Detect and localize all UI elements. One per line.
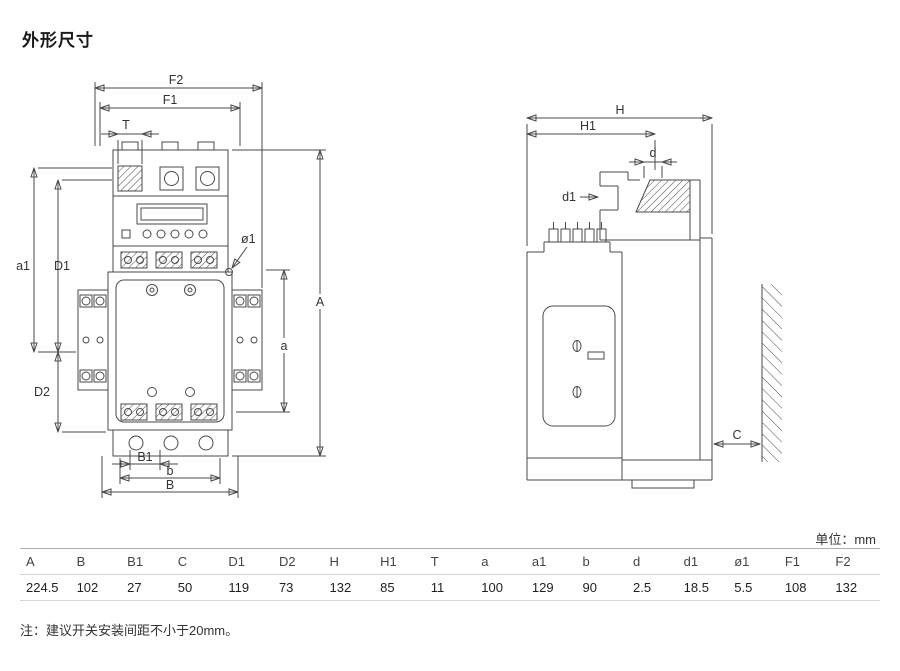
table-header-cell: b	[582, 554, 590, 569]
dim-label-b-small: b	[167, 464, 174, 478]
table-value-cell: 85	[380, 580, 395, 595]
side-view-body	[526, 171, 713, 489]
dim-C: C	[714, 428, 760, 444]
dim-H: H	[526, 103, 713, 246]
dim-label-f2: F2	[169, 73, 184, 87]
table-value-cell: 90	[582, 580, 597, 595]
table-value-cell: 2.5	[633, 580, 652, 595]
dim-label-h: H	[615, 103, 624, 117]
table-header-cell: d1	[683, 554, 699, 569]
outline-dimension-drawing: F2 F1 T a1 D1	[16, 73, 782, 498]
dim-label-t: T	[122, 118, 130, 132]
front-view: F2 F1 T a1 D1	[16, 73, 328, 498]
table-header-cell: d	[633, 554, 641, 569]
table-value-cell: 108	[784, 580, 807, 595]
table-header-cell: H1	[380, 554, 397, 569]
table-value-cell: 102	[76, 580, 99, 595]
dim-F2: F2	[94, 73, 263, 288]
note-text: 注：建议开关安装间距不小于20mm。	[20, 623, 239, 638]
front-view-body	[77, 141, 263, 457]
front-terminal-hatched	[117, 165, 143, 192]
dim-T: T	[101, 118, 159, 164]
dim-d1: d1	[562, 190, 598, 204]
table-header-row: A B B1 C D1 D2 H H1 T a a1 b d d1 ø1 F1 …	[20, 548, 880, 575]
dim-label-d2: D2	[34, 385, 50, 399]
table-value-cell: 100	[481, 580, 503, 595]
table-header-cell: B	[76, 554, 86, 569]
dim-b: b	[119, 458, 221, 484]
table-value-row: 224.5 102 27 50 119 73 132 85 11 100 129…	[20, 575, 880, 601]
dim-label-h1: H1	[580, 119, 596, 133]
dim-D1: D1	[54, 179, 112, 352]
dim-label-a-total: A	[316, 295, 325, 309]
table-header-cell: A	[26, 554, 35, 569]
table-header-cell: B1	[127, 554, 144, 569]
dim-A: A	[232, 149, 328, 457]
table-header-cell: F2	[835, 554, 851, 569]
page-title: 外形尺寸	[22, 31, 94, 50]
dim-label-b-big: B	[166, 478, 174, 492]
table-header-cell: C	[177, 554, 188, 569]
dim-label-f1: F1	[163, 93, 178, 107]
dim-F1: F1	[99, 93, 241, 146]
mounting-hole	[225, 268, 233, 276]
table-header-cell: H	[329, 554, 339, 569]
table-header-cell: D2	[278, 554, 296, 569]
dim-label-b1: B1	[137, 450, 152, 464]
table-header-cell: T	[430, 554, 439, 569]
table-value-cell: 50	[177, 580, 193, 595]
dim-label-a-small: a	[281, 339, 288, 353]
dimension-table: A B B1 C D1 D2 H H1 T a a1 b d d1 ø1 F1 …	[20, 548, 880, 601]
table-header-cell: a	[481, 554, 489, 569]
table-header-cell: F1	[784, 554, 800, 569]
dim-H1: H1	[527, 119, 656, 170]
dim-phi1: ø1	[225, 232, 256, 276]
table-value-cell: 27	[127, 580, 142, 595]
dim-B1: B1	[112, 450, 178, 470]
dim-a: a	[236, 269, 291, 413]
table-value-cell: 5.5	[734, 580, 753, 595]
table-value-cell: 73	[278, 580, 294, 595]
dim-label-d: d	[650, 146, 657, 160]
table-header-cell: a1	[531, 554, 547, 569]
table-header-cell: D1	[228, 554, 245, 569]
mounting-wall	[761, 284, 782, 462]
dim-label-phi1: ø1	[241, 232, 256, 246]
dim-label-d1-side: d1	[562, 190, 576, 204]
coil-section-hatched	[635, 179, 691, 213]
table-value-cell: 132	[835, 580, 858, 595]
table-value-cell: 224.5	[26, 580, 59, 595]
unit-label: 单位：mm	[815, 532, 876, 547]
table-value-cell: 11	[430, 580, 445, 595]
dim-d: d	[629, 146, 677, 178]
dim-B: B	[101, 456, 239, 498]
dim-D2: D2	[34, 352, 106, 433]
table-value-cell: 129	[531, 580, 554, 595]
dim-label-a1: a1	[16, 259, 30, 273]
table-value-cell: 18.5	[683, 580, 709, 595]
table-header-cell: ø1	[734, 554, 750, 569]
dim-label-d1-front: D1	[54, 259, 70, 273]
side-view: H H1 d d1 C	[526, 103, 782, 489]
table-value-cell: 132	[329, 580, 352, 595]
dim-label-c: C	[732, 428, 741, 442]
table-value-cell: 119	[228, 580, 250, 595]
